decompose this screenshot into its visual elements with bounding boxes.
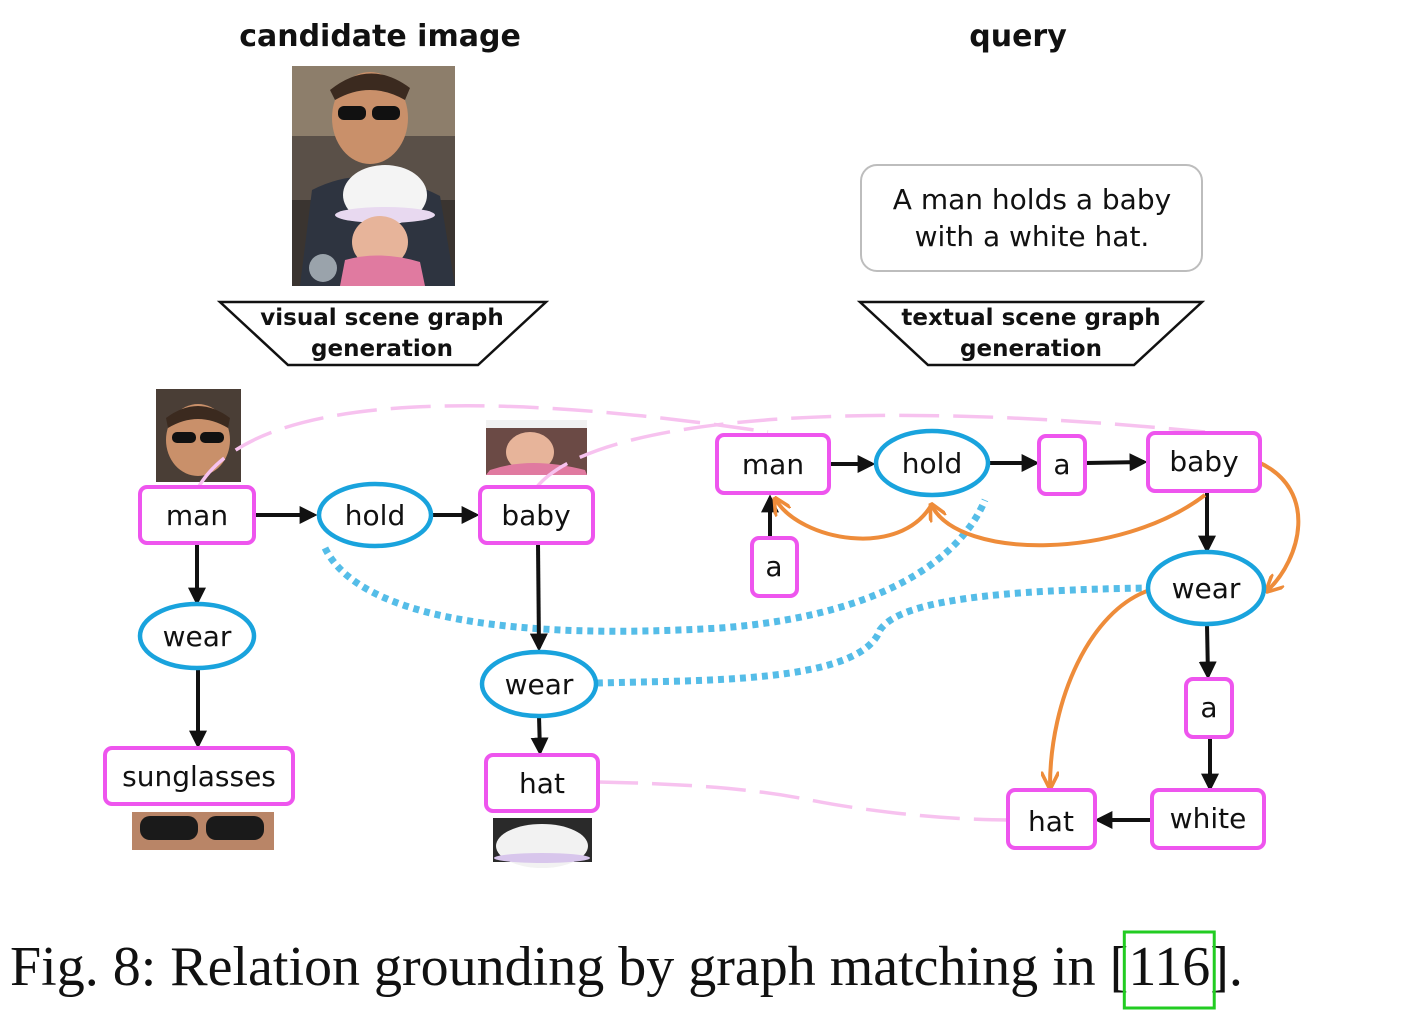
node-sunglasses-label: sunglasses [122, 760, 276, 793]
node-hold [316, 481, 434, 549]
t-node-wear-label: wear [1172, 572, 1241, 605]
edge-baby-wear [529, 542, 548, 652]
visual-generator-shape [216, 300, 550, 367]
match-line-wear [596, 584, 1151, 687]
node-baby-label: baby [501, 499, 570, 532]
caption-prefix: Fig. 8: Relation grounding by graph matc… [10, 936, 1128, 998]
figure-caption: Fig. 8: Relation grounding by graph matc… [10, 936, 1243, 998]
t-node-white-label: white [1170, 802, 1247, 835]
t-node-a2 [1184, 677, 1234, 739]
node-hat [484, 753, 600, 813]
node-wear-right [479, 649, 599, 719]
textual-generator-line2: generation [960, 336, 1102, 362]
node-wear-left-label: wear [163, 620, 232, 653]
node-hat-label: hat [519, 767, 565, 800]
query-text-line2: with a white hat. [915, 220, 1150, 253]
candidate-photo [292, 66, 455, 286]
orange-hold-man [776, 500, 934, 541]
t-node-hat [1006, 788, 1097, 850]
match-line-hat [597, 780, 1011, 822]
visual-generator-line2: generation [311, 336, 453, 362]
citation-box[interactable] [1122, 930, 1216, 1010]
t-node-a2-label: a [1200, 691, 1217, 724]
crop-sunglasses-image [132, 812, 274, 850]
candidate-image-title: candidate image [239, 19, 521, 54]
t-node-hold-label: hold [902, 447, 962, 480]
node-man [138, 485, 256, 545]
query-text-line1: A man holds a baby [893, 183, 1171, 216]
t-node-wear [1145, 549, 1267, 627]
orange-wear-hat [1050, 588, 1151, 786]
t-node-baby-label: baby [1169, 445, 1238, 478]
t-node-hold [873, 428, 991, 498]
orange-baby-wear [1257, 460, 1301, 590]
crop-hat-image [493, 818, 592, 868]
t-node-man [715, 433, 831, 495]
t-node-a1-label: a [1053, 448, 1070, 481]
node-sunglasses [103, 746, 295, 806]
textual-generator-shape [856, 300, 1206, 367]
t-node-a1 [1037, 434, 1087, 496]
t-node-a-man [750, 536, 799, 598]
match-line-baby [534, 413, 1206, 490]
node-wear-right-label: wear [505, 668, 574, 701]
node-baby [478, 485, 595, 545]
t-node-a-man-label: a [765, 550, 782, 583]
t-node-hat-label: hat [1028, 805, 1074, 838]
node-hold-label: hold [345, 499, 405, 532]
citation-link[interactable]: 116 [1128, 936, 1210, 998]
query-title: query [969, 19, 1067, 54]
visual-generator-line1: visual scene graph [260, 305, 503, 331]
match-line-man [196, 404, 769, 489]
node-wear-left [137, 601, 257, 671]
node-man-label: man [166, 499, 228, 532]
edge-t-a-baby [1085, 453, 1148, 472]
query-text-box [860, 164, 1203, 272]
match-line-hold [321, 498, 989, 635]
crop-man-image [156, 389, 241, 482]
orange-baby-hold [932, 493, 1207, 548]
t-node-baby [1146, 431, 1262, 493]
edge-wear-hat [530, 715, 549, 756]
t-node-man-label: man [742, 448, 804, 481]
textual-generator-line1: textual scene graph [901, 305, 1160, 331]
t-node-white [1150, 788, 1266, 850]
edge-t-wear-a [1198, 624, 1217, 680]
crop-baby-image [486, 420, 587, 475]
